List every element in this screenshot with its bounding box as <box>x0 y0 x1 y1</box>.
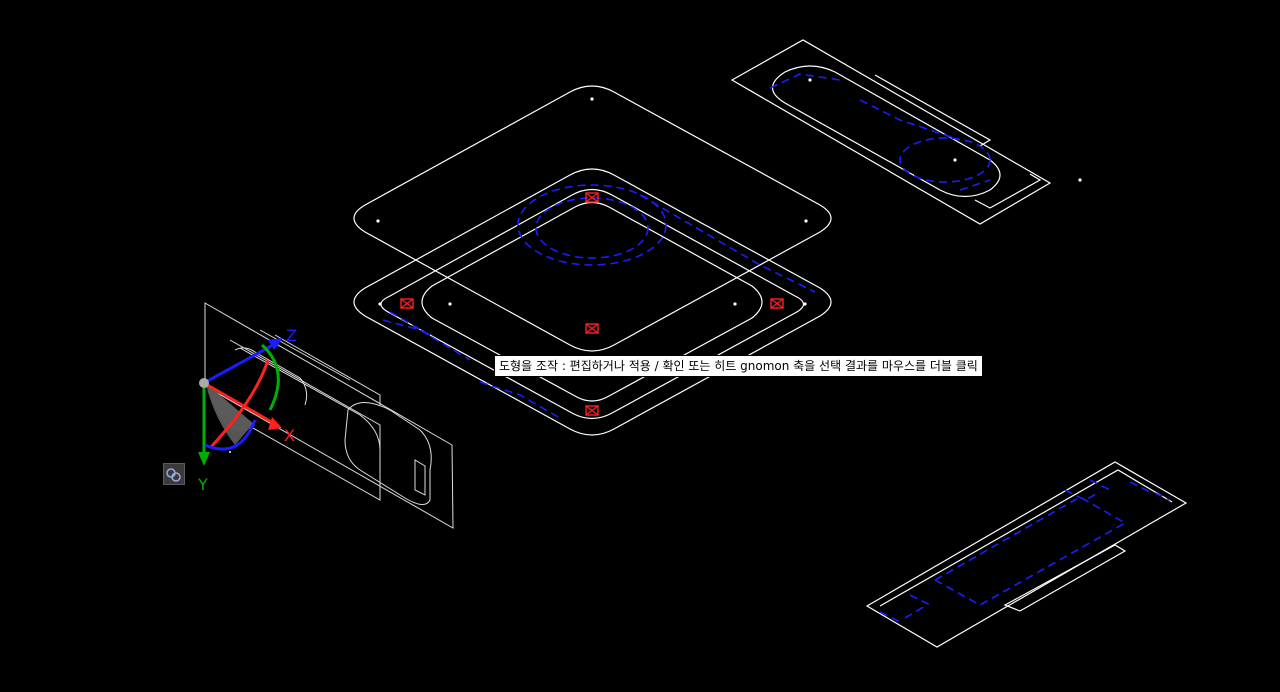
gnomon-z-label: Z <box>286 326 297 345</box>
status-tooltip: 도형을 조작 : 편집하거나 적용 / 확인 또는 히트 gnomon 축을 선… <box>494 355 983 377</box>
bottom-right-plate-hidden-lines <box>879 479 1171 623</box>
gnomon-options-button[interactable] <box>163 463 185 485</box>
gnomon-x-axis[interactable] <box>203 381 276 426</box>
gnomon-z-axis[interactable] <box>203 343 274 385</box>
frame-markers[interactable] <box>400 192 784 416</box>
bottom-right-plate[interactable] <box>865 461 1188 648</box>
gnomon[interactable]: Z X Y <box>197 326 297 494</box>
top-right-plate-hidden-lines <box>769 73 991 191</box>
top-right-plate[interactable] <box>730 39 1082 225</box>
gnomon-x-label: X <box>284 426 295 445</box>
middle-frame[interactable] <box>353 168 832 436</box>
top-plate[interactable] <box>353 85 832 352</box>
gnomon-options-icon <box>166 468 181 482</box>
gnomon-origin-handle[interactable] <box>199 378 209 388</box>
middle-frame-hidden-lines <box>382 184 816 419</box>
gnomon-y-label: Y <box>197 475 208 494</box>
